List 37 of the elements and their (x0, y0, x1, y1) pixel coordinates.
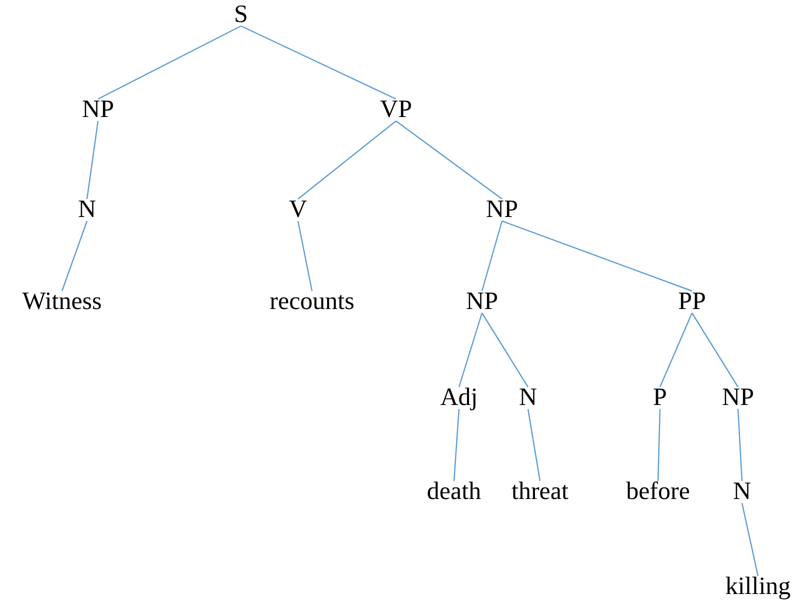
tree-branch-line (659, 312, 693, 388)
tree-node-label: S (234, 2, 248, 28)
tree-branch-line (741, 502, 759, 576)
tree-node-label: N (518, 385, 538, 411)
tree-branch-line (297, 220, 313, 292)
tree-node-label: NP (486, 197, 518, 223)
tree-branch-line (98, 25, 242, 100)
tree-node-label: PP (678, 289, 706, 315)
tree-branch-line (502, 220, 692, 292)
tree-node-label: NP (466, 289, 498, 315)
tree-branch-line (61, 220, 88, 292)
tree-node-label: recounts (270, 289, 354, 315)
tree-branch-line (737, 408, 743, 482)
tree-node-label: Witness (22, 289, 102, 315)
tree-node-label: V (288, 197, 308, 223)
tree-node-label: NP (722, 385, 754, 411)
tree-node-label: P (653, 385, 667, 411)
tree-node-label: Adj (440, 385, 478, 411)
tree-node-label: NP (82, 97, 114, 123)
tree-node-label: N (732, 479, 752, 505)
tree-branch-line (458, 312, 483, 388)
tree-node-label: N (78, 197, 96, 223)
tree-node-label: killing (725, 574, 791, 600)
tree-branch-line (527, 408, 541, 482)
tree-branch-line (298, 120, 396, 200)
tree-node-label: death (426, 479, 482, 505)
tree-branch-line (86, 120, 99, 200)
tree-node-label: before (626, 479, 690, 505)
tree-branch-line (482, 312, 528, 388)
tree-node-label: VP (380, 97, 412, 123)
tree-node-label: threat (512, 479, 568, 505)
tree-branch-line (453, 408, 460, 482)
tree-branch-line (481, 220, 503, 292)
tree-branch-line (692, 312, 738, 388)
tree-branch-line (396, 120, 502, 200)
tree-branch-line (657, 408, 661, 482)
tree-branch-line (240, 25, 396, 100)
